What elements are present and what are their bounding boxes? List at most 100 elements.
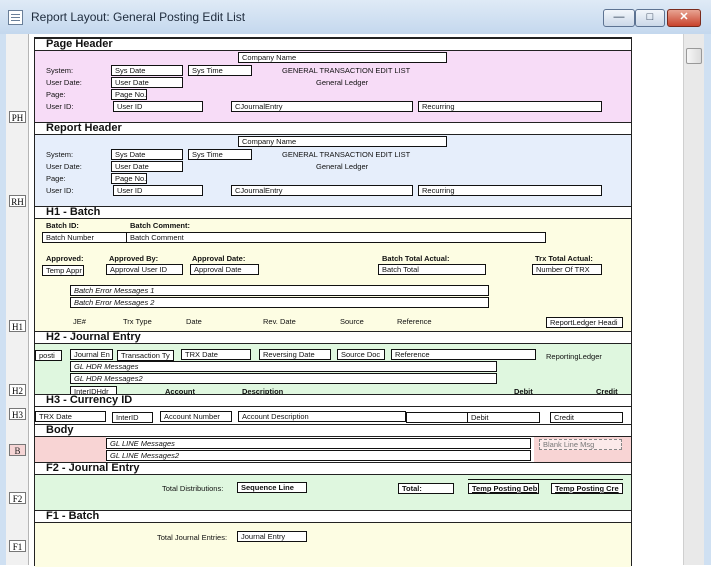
company-name-field[interactable]: Company Name [238,136,447,147]
batch-comment-field[interactable]: Batch Comment [126,232,546,243]
trx-date-field[interactable]: TRX Date [35,411,106,422]
sys-time-field[interactable]: Sys Time [188,149,252,160]
approval-user-id-field[interactable]: Approval User ID [106,264,183,275]
band-tag-h2[interactable]: H2 [9,384,26,396]
gl-hdr-messages-2-field[interactable]: GL HDR Messages2 [70,373,497,384]
band-tag-page-header[interactable]: PH [9,111,26,123]
ledger-label: General Ledger [316,162,369,171]
section-body-band[interactable]: Body GL LINE Messages GL LINE Messages2 … [35,424,631,463]
section-header-bar[interactable]: Report Header [35,122,631,135]
column-header-description: Description [242,387,284,396]
section-body[interactable]: Batch ID: Batch Comment: Batch Number Ba… [35,219,631,332]
section-h1-batch[interactable]: H1 - Batch Batch ID: Batch Comment: Batc… [35,206,631,332]
band-tag-f2[interactable]: F2 [9,492,26,504]
section-report-header[interactable]: Report Header Company Name System: Sys D… [35,122,631,207]
journal-entry-field[interactable]: CJournalEntry [231,185,413,196]
trx-date-field[interactable]: TRX Date [181,349,251,360]
section-h2-journal-entry[interactable]: H2 - Journal Entry posti Journal En Tran… [35,331,631,397]
minimize-button[interactable]: — [603,9,635,27]
section-header-bar[interactable]: Body [35,424,631,437]
spacer-field[interactable] [406,412,468,423]
column-header-je: JE# [73,317,86,326]
section-body[interactable]: Company Name System: Sys Date Sys Time G… [35,51,631,123]
section-body[interactable]: TRX Date InterID Account Number Account … [35,407,631,425]
credit-field[interactable]: Credit [550,412,623,423]
sequence-line-field[interactable]: Sequence Line [237,482,307,493]
section-page-header[interactable]: Page Header Company Name System: Sys Dat… [35,38,631,123]
section-f1-batch[interactable]: F1 - Batch Total Journal Entries: Journa… [35,510,631,567]
temp-posting-credit-field[interactable]: Temp Posting Cre [551,483,623,494]
band-tag-h1[interactable]: H1 [9,320,26,332]
band-tag-body[interactable]: B [9,444,26,456]
batch-number-field[interactable]: Batch Number [42,232,132,243]
section-header-bar[interactable]: F2 - Journal Entry [35,462,631,475]
user-date-field[interactable]: User Date [111,77,183,88]
maximize-icon: □ [646,11,654,23]
section-body[interactable]: posti Journal En Transaction Ty TRX Date… [35,344,631,397]
section-f2-journal-entry[interactable]: F2 - Journal Entry Total Distributions: … [35,462,631,511]
temp-appr-field[interactable]: Temp Appr [42,265,84,276]
title-bar[interactable]: Report Layout: General Posting Edit List… [0,0,711,34]
close-button[interactable]: ✕ [667,9,701,27]
report-page: Page Header Company Name System: Sys Dat… [34,37,632,567]
page-no-field[interactable]: Page No. [111,173,147,184]
reference-field[interactable]: Reference [391,349,536,360]
band-tag-report-header[interactable]: RH [9,195,26,207]
ledger-label: General Ledger [316,78,369,87]
debit-field[interactable]: Debit [467,412,540,423]
maximize-button[interactable]: □ [635,9,665,27]
batch-error-messages-1-field[interactable]: Batch Error Messages 1 [70,285,489,296]
company-name-field[interactable]: Company Name [238,52,447,63]
gl-line-messages-field[interactable]: GL LINE Messages [106,438,531,449]
section-body[interactable]: Company Name System: Sys Date Sys Time G… [35,135,631,207]
section-header-bar[interactable]: F1 - Batch [35,510,631,523]
layout-canvas[interactable]: PH RH H1 H2 H3 B F2 F1 Page Header Compa… [6,34,683,567]
vertical-scrollbar[interactable] [683,34,705,565]
number-of-trx-field[interactable]: Number Of TRX [532,264,602,275]
blank-line-msg-field[interactable]: Blank Line Msg [539,439,622,450]
column-header-date: Date [186,317,202,326]
band-tag-h3[interactable]: H3 [9,408,26,420]
column-header-credit: Credit [596,387,618,396]
total-field[interactable]: Total: [398,483,454,494]
section-body[interactable]: GL LINE Messages GL LINE Messages2 Blank… [35,437,631,463]
account-number-field[interactable]: Account Number [160,411,232,422]
section-header-bar[interactable]: H3 - Currency ID [35,394,631,407]
recurring-field[interactable]: Recurring [418,185,602,196]
band-tag-f1[interactable]: F1 [9,540,26,552]
batch-total-field[interactable]: Batch Total [378,264,486,275]
gl-line-messages-2-field[interactable]: GL LINE Messages2 [106,450,531,461]
page-no-field[interactable]: Page No. [111,89,147,100]
sys-time-field[interactable]: Sys Time [188,65,252,76]
sys-date-field[interactable]: Sys Date [111,65,183,76]
source-doc-field[interactable]: Source Doc [337,349,385,360]
temp-posting-debit-field[interactable]: Temp Posting Deb [468,483,539,494]
section-body[interactable]: Total Distributions: Sequence Line Total… [35,475,631,511]
report-ledger-heading-field[interactable]: ReportLedger Headi [546,317,623,328]
section-body[interactable]: Total Journal Entries: Journal Entry [35,523,631,567]
section-header-bar[interactable]: H1 - Batch [35,206,631,219]
section-header-bar[interactable]: H2 - Journal Entry [35,331,631,344]
posting-field[interactable]: posti [35,350,62,361]
recurring-field[interactable]: Recurring [418,101,602,112]
account-description-field[interactable]: Account Description [238,411,406,422]
transaction-type-field[interactable]: Transaction Ty [117,350,174,361]
sys-date-field[interactable]: Sys Date [111,149,183,160]
user-date-field[interactable]: User Date [111,161,183,172]
interid-field[interactable]: InterID [112,412,153,423]
field-label: User ID: [46,186,74,195]
user-id-field[interactable]: User ID [113,101,203,112]
section-header-bar[interactable]: Page Header [35,38,631,51]
section-h3-currency-id[interactable]: H3 - Currency ID TRX Date InterID Accoun… [35,394,631,425]
gl-hdr-messages-field[interactable]: GL HDR Messages [70,361,497,372]
column-header-trx-type: Trx Type [123,317,152,326]
journal-entry-field[interactable]: Journal En [70,349,113,360]
approval-date-field[interactable]: Approval Date [190,264,259,275]
journal-entry-field[interactable]: CJournalEntry [231,101,413,112]
reversing-date-field[interactable]: Reversing Date [259,349,331,360]
journal-entry-count-field[interactable]: Journal Entry [237,531,307,542]
scrollbar-thumb[interactable] [686,48,702,64]
batch-error-messages-2-field[interactable]: Batch Error Messages 2 [70,297,489,308]
user-id-field[interactable]: User ID [113,185,203,196]
